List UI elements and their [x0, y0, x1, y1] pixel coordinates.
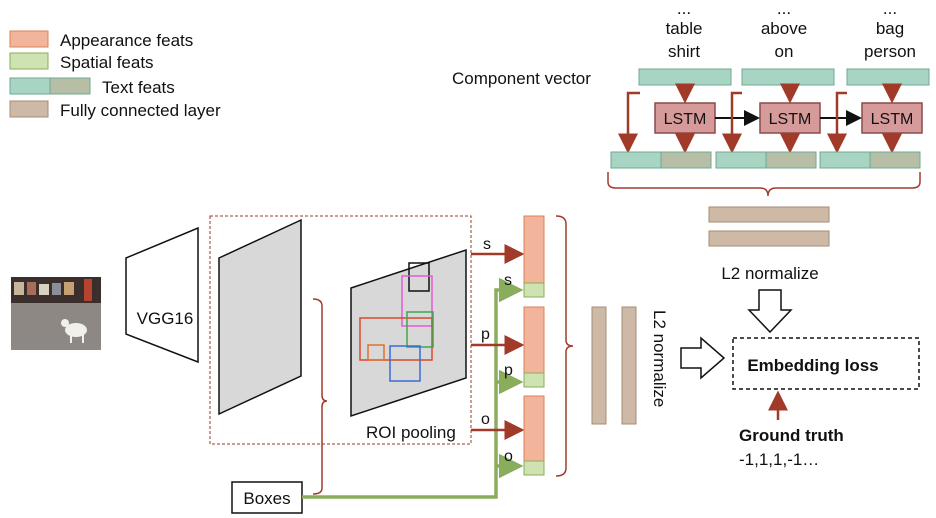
letter-p-spatial: p — [504, 362, 513, 379]
text-fc-layer-1 — [709, 207, 829, 222]
lstm-cell-3: LSTM — [862, 103, 922, 133]
down-hollow-arrow — [749, 290, 791, 332]
legend-label-fc: Fully connected layer — [60, 101, 221, 120]
vgg-label: VGG16 — [137, 309, 194, 328]
component-vector-3 — [847, 69, 929, 85]
component-vector-2 — [742, 69, 834, 85]
word-2-line2: on — [775, 42, 794, 61]
letter-s-appearance: s — [483, 236, 491, 253]
word-column-3: ... bag person — [864, 0, 916, 61]
legend-swatch-fc — [10, 101, 48, 117]
ground-truth-label: Ground truth — [739, 426, 844, 445]
text-brace — [608, 172, 920, 196]
legend-label-appearance: Appearance feats — [60, 31, 193, 50]
legend: Appearance feats Spatial feats Text feat… — [10, 31, 221, 120]
input-photo — [11, 277, 101, 350]
word-column-2: ... above on — [761, 0, 807, 61]
legend-swatch-spatial — [10, 53, 48, 69]
lstm-output-vectors — [611, 152, 920, 168]
feature-column-s — [524, 216, 544, 297]
ground-truth-values: -1,1,1,-1… — [739, 450, 819, 469]
roi-pooling-label: ROI pooling — [366, 423, 456, 442]
letter-p-appearance: p — [481, 326, 490, 343]
visual-fc-layer-1 — [592, 307, 606, 424]
right-hollow-arrow — [681, 338, 724, 378]
visual-fc-layer-2 — [622, 307, 636, 424]
vgg-trapezoid — [126, 228, 198, 362]
text-l2-normalize-label: L2 normalize — [721, 264, 818, 283]
lstm-cell-1: LSTM — [655, 103, 715, 133]
word-3-line1: bag — [876, 19, 904, 38]
feature-column-o — [524, 396, 544, 475]
word-column-1: ... table shirt — [666, 0, 703, 61]
letter-s-spatial: s — [504, 272, 512, 289]
boxes-label: Boxes — [243, 489, 290, 508]
word-2-line1: above — [761, 19, 807, 38]
letter-o-spatial: o — [504, 448, 513, 465]
word-1-line1: table — [666, 19, 703, 38]
legend-swatch-appearance — [10, 31, 48, 47]
lstm-label-2: LSTM — [769, 111, 812, 128]
legend-label-spatial: Spatial feats — [60, 53, 154, 72]
word-ellipsis-2: ... — [777, 0, 791, 18]
legend-swatch-text-b — [50, 78, 90, 94]
word-ellipsis-1: ... — [677, 0, 691, 18]
component-vector-1 — [639, 69, 731, 85]
component-vector-label: Component vector — [452, 69, 591, 88]
feature-column-p — [524, 307, 544, 387]
feature-map-1 — [219, 220, 301, 414]
legend-label-text: Text feats — [102, 78, 175, 97]
word-ellipsis-3: ... — [883, 0, 897, 18]
word-1-line2: shirt — [668, 42, 700, 61]
word-3-line2: person — [864, 42, 916, 61]
letter-o-appearance: o — [481, 411, 490, 428]
embedding-loss-label: Embedding loss — [747, 356, 878, 375]
legend-swatch-text-a — [10, 78, 50, 94]
lstm-label-3: LSTM — [871, 111, 914, 128]
visual-l2-normalize-label: L2 normalize — [650, 310, 669, 407]
text-fc-layer-2 — [709, 231, 829, 246]
roi-bracket — [313, 299, 327, 494]
lstm-cell-2: LSTM — [760, 103, 820, 133]
feature-bracket — [556, 216, 573, 476]
lstm-label-1: LSTM — [664, 111, 707, 128]
